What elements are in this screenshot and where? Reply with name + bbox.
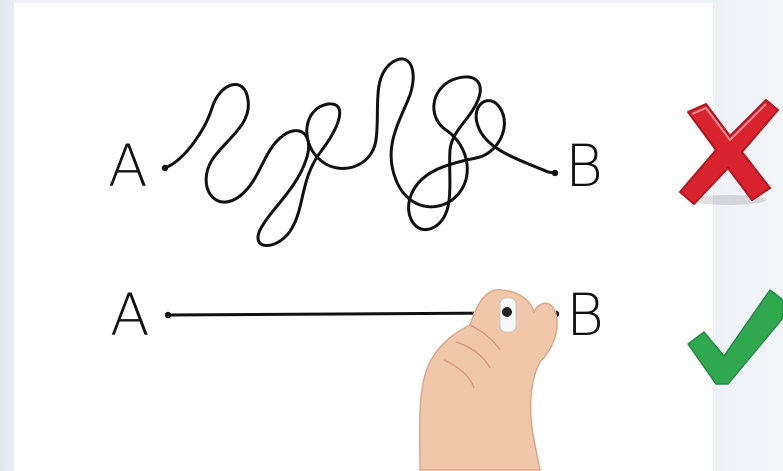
bottom-start-dot: [165, 312, 171, 318]
straight-path: [168, 313, 506, 315]
tangled-path: [165, 59, 555, 246]
hand-holding-marker: [420, 290, 557, 470]
red-x-cross-icon: [680, 100, 778, 205]
green-check-mark-icon: [688, 290, 783, 384]
top-end-dot: [552, 170, 558, 176]
top-start-dot: [162, 165, 168, 171]
